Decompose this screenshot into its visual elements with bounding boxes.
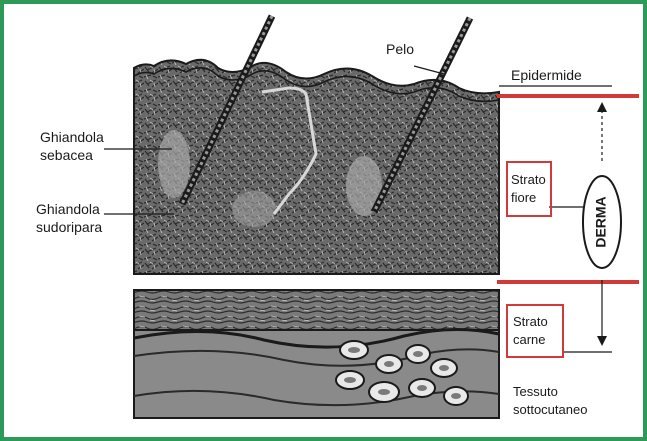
- flesh-layer-box: [507, 305, 563, 357]
- epidermis-label: Epidermide: [511, 67, 582, 83]
- dermis-label: DERMA: [593, 196, 609, 247]
- flesh-layer-label-2: carne: [513, 332, 546, 347]
- arrow-up-icon: [597, 102, 607, 112]
- sweat-gland-label-2: sudoripara: [36, 219, 102, 235]
- hair-label: Pelo: [386, 41, 414, 57]
- sweat-gland: [232, 191, 276, 227]
- arrow-down-icon: [597, 336, 607, 346]
- grain-layer-label-1: Strato: [511, 172, 546, 187]
- sebaceous-gland-label-2: sebacea: [40, 147, 93, 163]
- skin-cross-section-diagram: DERMA Pelo Epidermide Ghiandola sebacea …: [4, 4, 643, 437]
- sebaceous-gland-label-1: Ghiandola: [40, 129, 104, 145]
- grain-layer-label-2: fiore: [511, 190, 536, 205]
- flesh-layer-label-1: Strato: [513, 314, 548, 329]
- sweat-gland-label-1: Ghiandola: [36, 201, 100, 217]
- grain-layer-box: [507, 162, 551, 216]
- subcutis-label-2: sottocutaneo: [513, 402, 587, 417]
- subcutis-label-1: Tessuto: [513, 384, 558, 399]
- sebaceous-gland: [158, 130, 190, 198]
- flesh-layer: [134, 290, 499, 330]
